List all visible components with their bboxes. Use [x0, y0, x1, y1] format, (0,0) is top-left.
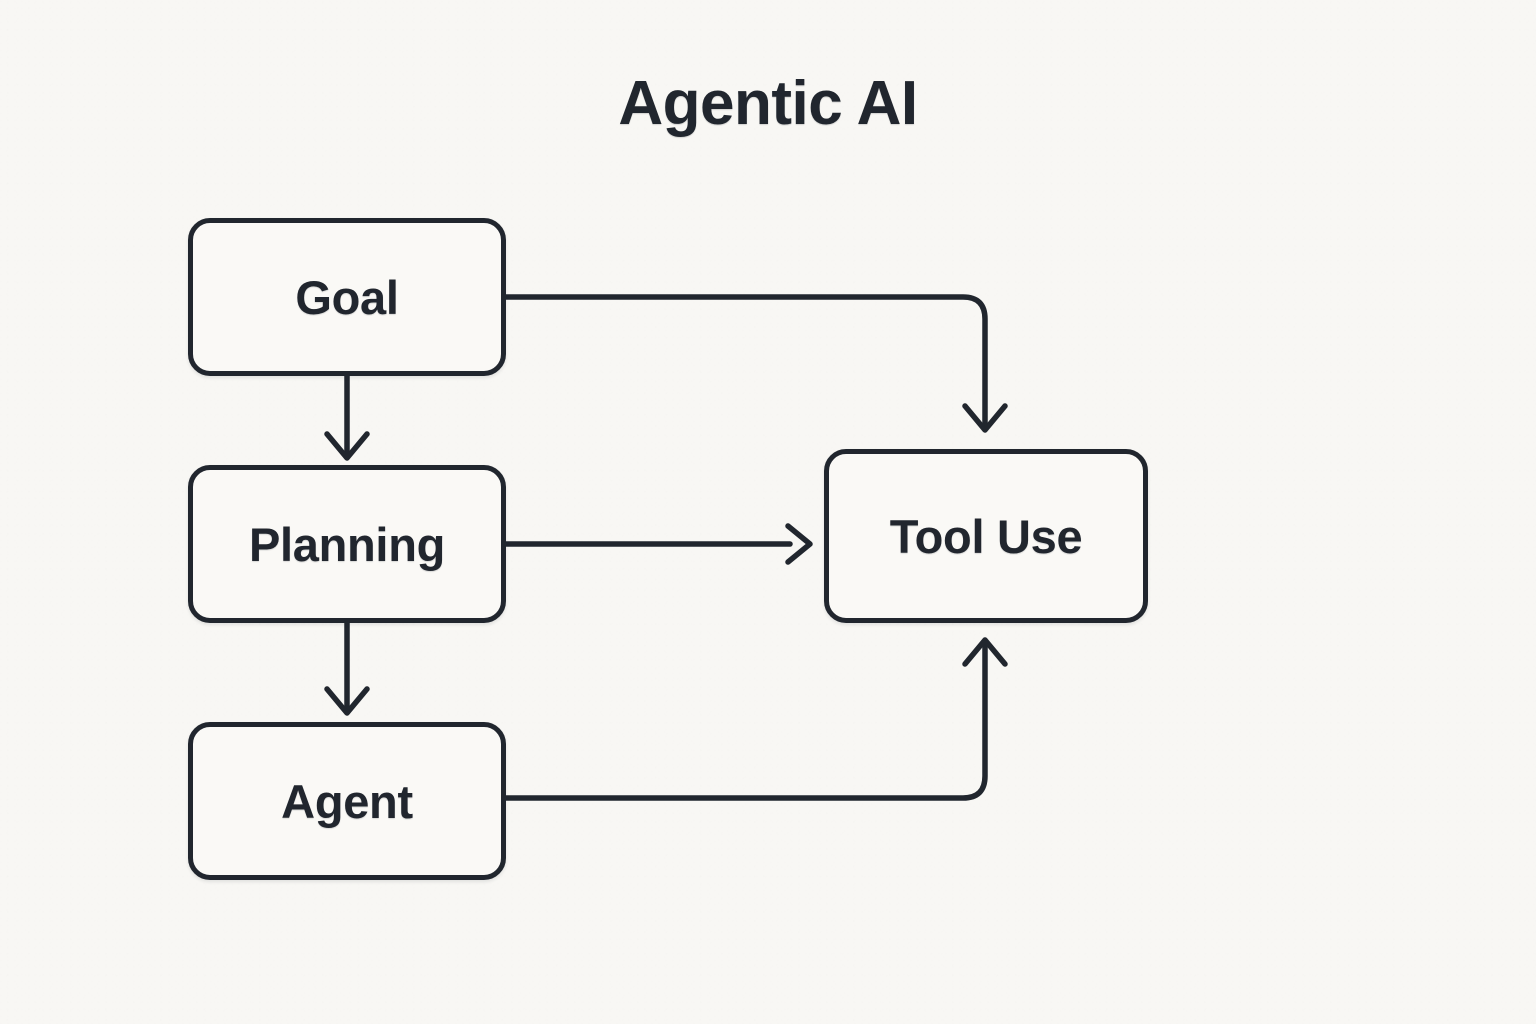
arrowhead-down-icon: [962, 403, 1008, 433]
page-title: Agentic AI: [618, 69, 918, 138]
arrowhead-right-icon: [785, 523, 813, 565]
arrowhead-up-icon: [962, 637, 1008, 667]
edge-planning-to-agent: [324, 620, 370, 716]
node-planning[interactable]: Planning: [188, 465, 506, 623]
node-goal[interactable]: Goal: [188, 218, 506, 376]
node-agent[interactable]: Agent: [188, 722, 506, 880]
arrowhead-down-icon: [324, 431, 370, 461]
arrowhead-down-icon: [324, 686, 370, 716]
node-tool-use-label: Tool Use: [889, 509, 1083, 563]
node-goal-label: Goal: [295, 270, 399, 324]
edge-agent-to-tooluse: [503, 637, 1008, 801]
edge-goal-to-planning: [324, 373, 370, 461]
node-planning-label: Planning: [248, 517, 446, 571]
node-agent-label: Agent: [281, 774, 413, 828]
edge-planning-to-tooluse: [503, 523, 813, 565]
node-tool-use[interactable]: Tool Use: [824, 449, 1148, 623]
edge-goal-to-tooluse: [503, 294, 1008, 433]
